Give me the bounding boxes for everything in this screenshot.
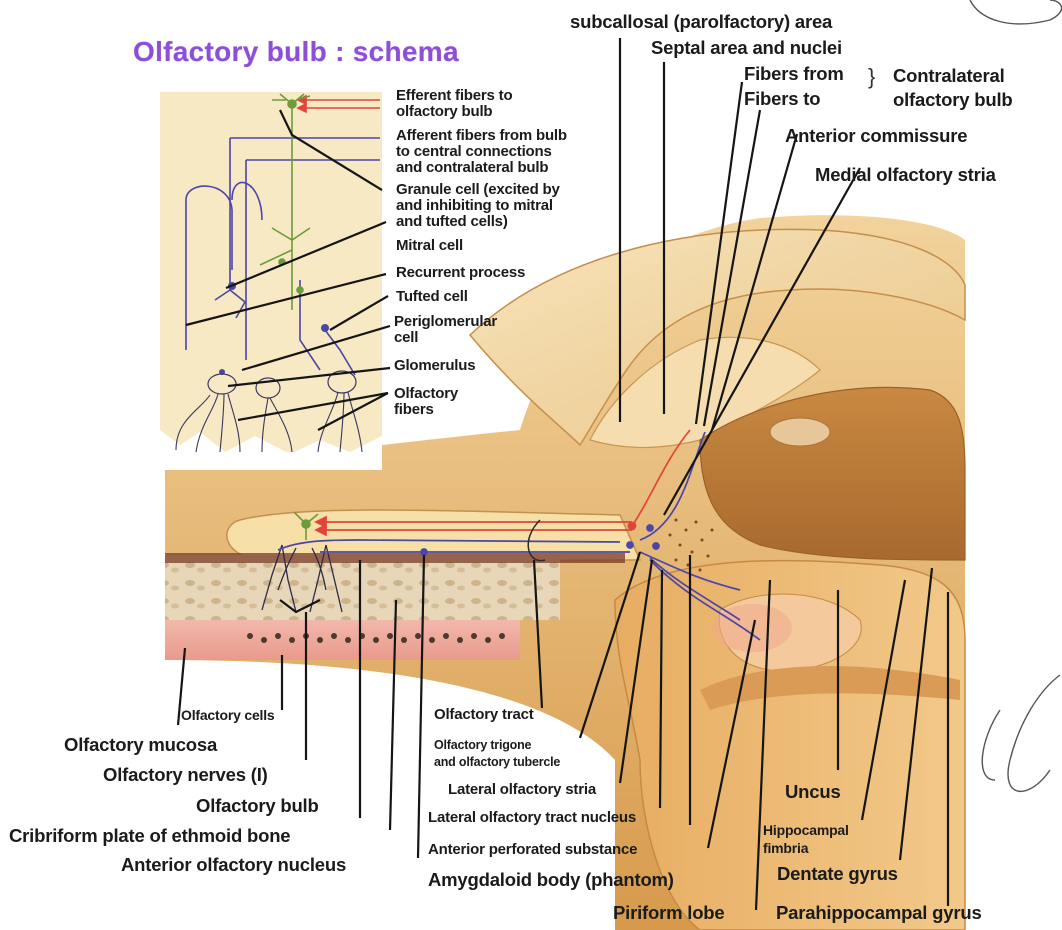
decorative-flourish <box>970 0 1062 791</box>
label-olfactory-mucosa: Olfactory mucosa <box>64 735 217 754</box>
label-periglomerular-cell: Periglomerular cell <box>394 314 497 346</box>
label-contralateral-bulb: Contralateral olfactory bulb <box>893 64 1013 112</box>
page-title: Olfactory bulb : schema <box>133 36 459 68</box>
olfactory-mucosa-tissue <box>165 620 520 660</box>
label-olfactory-cells: Olfactory cells <box>181 708 275 723</box>
label-septal-area: Septal area and nuclei <box>651 38 842 57</box>
label-medial-olfactory-stria: Medial olfactory stria <box>815 165 996 184</box>
brace-icon: } <box>868 64 875 90</box>
label-lateral-olfactory-tract-nucleus: Lateral olfactory tract nucleus <box>428 810 636 826</box>
label-olfactory-fibers: Olfactory fibers <box>394 386 458 418</box>
label-cribriform-plate: Cribriform plate of ethmoid bone <box>9 826 290 845</box>
label-olfactory-tract: Olfactory tract <box>434 707 534 723</box>
label-uncus: Uncus <box>785 782 841 801</box>
label-dentate-gyrus: Dentate gyrus <box>777 864 898 883</box>
label-granule-cell: Granule cell (excited by and inhibiting … <box>396 182 560 229</box>
label-efferent-fibers: Efferent fibers to olfactory bulb <box>396 88 512 120</box>
interthalamic-adhesion <box>770 418 830 446</box>
label-tufted-cell: Tufted cell <box>396 289 468 305</box>
label-olfactory-bulb: Olfactory bulb <box>196 796 319 815</box>
label-hippocampal-fimbria: Hippocampal fimbria <box>763 821 849 857</box>
label-piriform-lobe: Piriform lobe <box>613 903 725 922</box>
label-lateral-olfactory-stria: Lateral olfactory stria <box>448 782 596 798</box>
label-olfactory-nerves: Olfactory nerves (I) <box>103 765 268 784</box>
label-fibers-to: Fibers to <box>744 89 820 108</box>
label-parahippocampal-gyrus: Parahippocampal gyrus <box>776 903 982 922</box>
label-anterior-olfactory-nucleus: Anterior olfactory nucleus <box>121 855 346 874</box>
label-subcallosal-area: subcallosal (parolfactory) area <box>570 12 832 31</box>
label-afferent-fibers: Afferent fibers from bulb to central con… <box>396 128 567 175</box>
amygdala-phantom <box>712 604 792 652</box>
label-recurrent-process: Recurrent process <box>396 265 525 281</box>
label-anterior-perforated-substance: Anterior perforated substance <box>428 842 637 858</box>
label-amygdaloid-body: Amygdaloid body (phantom) <box>428 870 674 889</box>
cribriform-plate <box>165 555 560 620</box>
label-olfactory-trigone: Olfactory trigone and olfactory tubercle <box>434 737 560 771</box>
label-fibers-from: Fibers from <box>744 64 844 83</box>
label-anterior-commissure: Anterior commissure <box>785 126 967 145</box>
label-glomerulus: Glomerulus <box>394 358 475 374</box>
label-mitral-cell: Mitral cell <box>396 238 463 254</box>
meninges-band <box>165 553 625 563</box>
